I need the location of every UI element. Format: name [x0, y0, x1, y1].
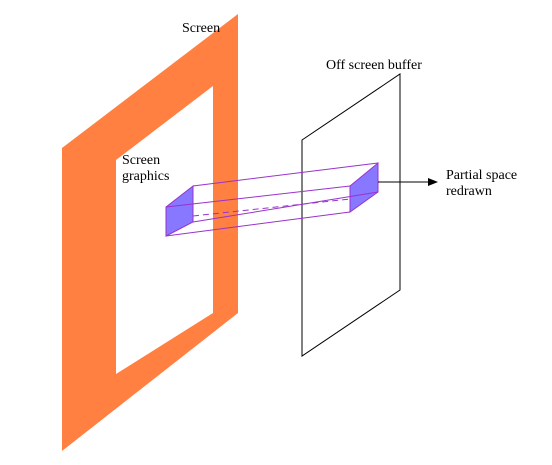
tube-edges	[165, 162, 379, 237]
off-screen-buffer-label: Off screen buffer	[326, 58, 422, 73]
partial-space-redrawn-line-2: redrawn	[446, 184, 492, 199]
screen-inner-window	[116, 86, 213, 374]
screen-graphics-label-line-1: Screen	[122, 153, 161, 168]
tube-edge-bottom-front	[165, 211, 351, 237]
partial-space-redrawn-label: Partial space redrawn	[446, 168, 517, 200]
tube-right-face	[349, 161, 379, 213]
screen-graphics-label-line-2: graphics	[122, 169, 170, 184]
tube-edge-top-front	[165, 185, 351, 208]
pointer-arrow-head	[428, 178, 438, 186]
tube-edge-bottom-back	[192, 191, 379, 223]
off-screen-buffer-plane	[301, 73, 401, 357]
partial-space-redrawn-line-1: Partial space	[446, 168, 518, 183]
tube-hidden-edge	[192, 198, 351, 217]
screen-label: Screen	[182, 21, 221, 36]
screen-graphics-label: Screen graphics	[122, 153, 169, 185]
tube-edge-top-back	[192, 162, 379, 187]
